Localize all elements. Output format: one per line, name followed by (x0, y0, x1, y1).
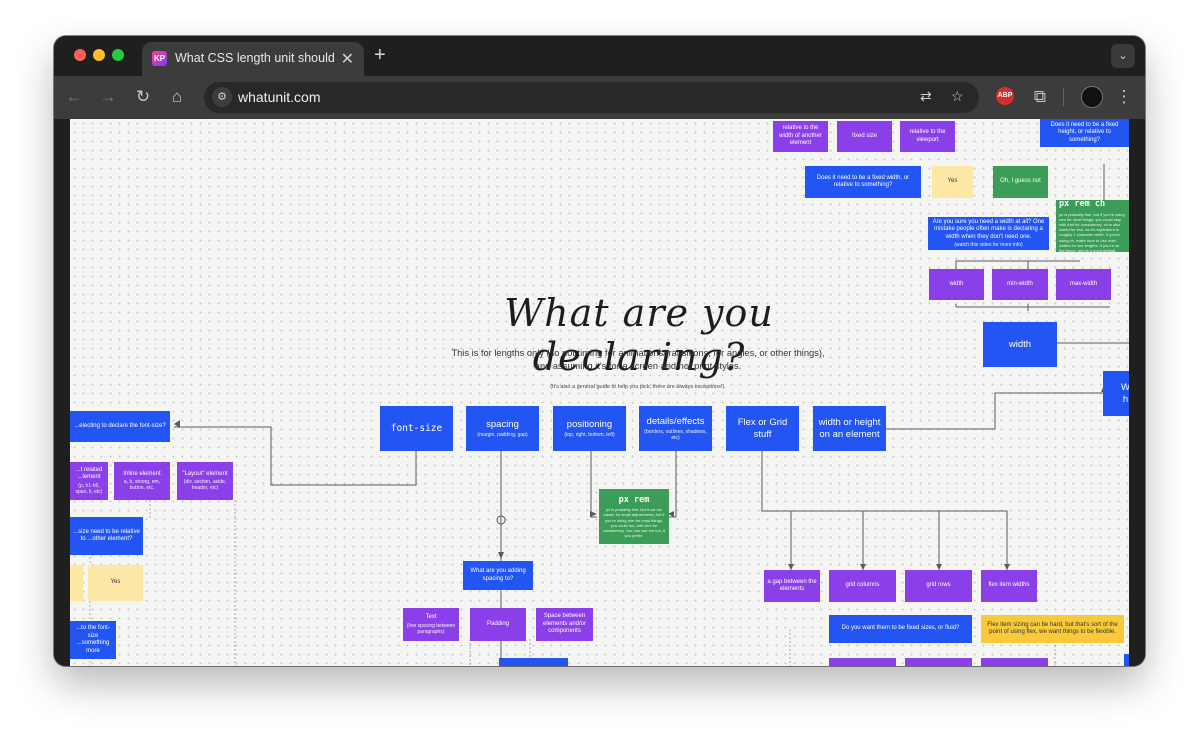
profile-avatar[interactable] (1081, 86, 1103, 108)
category-font-size[interactable]: font-size (380, 406, 453, 451)
width-option-node[interactable]: width (929, 269, 984, 300)
right-edge-node[interactable]: W h (1103, 371, 1129, 416)
site-settings-icon[interactable]: ⚙ (212, 87, 232, 107)
spacing-label: spacing (486, 418, 519, 430)
right-edge-bottom-node[interactable] (1124, 654, 1129, 666)
layout-element-sub: (div, section, aside, header, etc) (183, 479, 227, 492)
bottom-purple-node-1[interactable] (829, 658, 896, 666)
category-flex-grid[interactable]: Flex or Grid stuff (726, 406, 799, 451)
inline-element-label: Inline element (123, 470, 161, 477)
browser-window: KP What CSS length unit should ✕ + ⌄ ← →… (54, 36, 1145, 666)
px-rem-ch-title: px rem ch (1059, 200, 1106, 209)
browser-menu-icon[interactable]: ⋮ (1115, 87, 1133, 106)
px-rem-ch-node[interactable]: px rem ch px is probably fine, but if yo… (1056, 200, 1129, 252)
address-bar[interactable]: ⚙ whatunit.com ⇄ ☆ (204, 82, 979, 113)
translate-icon[interactable]: ⇄ (920, 88, 932, 104)
positioning-sub: (top, right, bottom, left) (564, 431, 615, 438)
grid-columns-node[interactable]: grid columns (829, 570, 896, 602)
yes-node-left[interactable]: Yes (88, 565, 143, 601)
relative-to-element-node[interactable]: relative to the width of another element (773, 121, 828, 152)
spacing-sub: (margin, padding, gap) (477, 431, 528, 438)
text-spacing-label: Text (425, 614, 437, 620)
toolbar: ← → ↻ ⌂ ⚙ whatunit.com ⇄ ☆ (54, 76, 1145, 119)
text-related-node[interactable]: ...t related ...lement (p, h1-h6, span, … (70, 462, 108, 500)
tab-strip: KP What CSS length unit should ✕ + ⌄ (54, 36, 1145, 76)
fixed-height-question[interactable]: Does it need to be a fixed height, or re… (1040, 119, 1129, 147)
tab-title: What CSS length unit should (175, 51, 335, 65)
close-window-button[interactable] (74, 49, 86, 61)
page-disclaimer: (It's also a general guide to help you p… (550, 384, 726, 390)
close-tab-icon[interactable]: ✕ (340, 51, 354, 68)
reload-icon[interactable]: ↻ (135, 87, 151, 106)
bottom-purple-node-3[interactable] (981, 658, 1048, 666)
fixed-or-fluid-question[interactable]: Do you want them to be fixed sizes, or f… (829, 615, 972, 643)
guess-not-node[interactable]: Oh, I guess not (993, 166, 1048, 198)
width-node[interactable]: width (983, 322, 1057, 367)
home-icon[interactable]: ⌂ (171, 87, 183, 106)
min-width-option-node[interactable]: min-width (992, 269, 1048, 300)
need-width-question[interactable]: Are you sure you need a width at all? On… (928, 217, 1049, 250)
bottom-purple-node-2[interactable] (905, 658, 972, 666)
need-width-text: Are you sure you need a width at all? On… (932, 218, 1045, 240)
category-positioning[interactable]: positioning (top, right, bottom, left) (553, 406, 626, 451)
details-sub: (borders, outlines, shadows, etc) (644, 428, 707, 441)
zoom-window-button[interactable] (112, 49, 124, 61)
text-related-sub: (p, h1-h6, span, li, etc) (75, 482, 103, 495)
page-left-edge (54, 119, 70, 666)
gap-node[interactable]: a gap between the elements (764, 570, 820, 602)
forward-arrow-icon[interactable]: → (99, 87, 117, 106)
intro-line-2: and assuming it's for a screen and not p… (534, 360, 742, 371)
px-rem-ch-body: px is probably fine, but if you're using… (1059, 211, 1125, 252)
spacing-next-node[interactable] (499, 658, 568, 666)
page-right-edge (1129, 119, 1145, 666)
bookmark-star-icon[interactable]: ☆ (951, 88, 964, 104)
inline-element-sub: a, b, strong, em, button, etc. (123, 479, 161, 492)
inline-element-node[interactable]: Inline element a, b, strong, em, button,… (114, 462, 170, 500)
category-width-height[interactable]: width or height on an element (813, 406, 886, 451)
intro-line-1: This is for lengths only (so not timing … (451, 348, 825, 358)
layout-element-label: "Layout" element (182, 470, 228, 477)
px-rem-body: px is probably fine, but it can be easie… (602, 507, 666, 539)
text-spacing-node[interactable]: Text (line spacing between paragraphs) (403, 608, 459, 641)
positioning-label: positioning (566, 418, 613, 430)
need-width-video-link[interactable]: (watch this video for more info) (954, 242, 1023, 249)
flex-sizing-note[interactable]: Flex item sizing can be hard, but that's… (981, 615, 1124, 643)
space-between-node[interactable]: Space between elements and/or components (536, 608, 593, 641)
fixed-size-node[interactable]: fixed size (837, 121, 892, 152)
back-arrow-icon[interactable]: ← (65, 87, 83, 106)
text-related-label: ...t related ...lement (75, 466, 103, 481)
category-details-effects[interactable]: details/effects (borders, outlines, shad… (639, 406, 712, 451)
adblock-extension-icon[interactable]: ABP (996, 87, 1014, 105)
active-tab[interactable]: KP What CSS length unit should ✕ (142, 42, 364, 76)
spacing-question[interactable]: What are you adding spacing to? (463, 561, 533, 590)
favicon-icon: KP (152, 51, 167, 66)
fixed-width-question[interactable]: Does it need to be a fixed width, or rel… (805, 166, 921, 198)
page-title: What are you declaring? (504, 291, 774, 379)
category-spacing[interactable]: spacing (margin, padding, gap) (466, 406, 539, 451)
flowchart-canvas[interactable]: relative to the width of another element… (70, 119, 1129, 666)
yes-node-top[interactable]: Yes (932, 166, 973, 198)
font-size-question[interactable]: ...electing to declare the font-size? (70, 411, 170, 442)
toolbar-divider (1063, 88, 1064, 106)
flex-item-widths-node[interactable]: flex item widths (981, 570, 1037, 602)
grid-rows-node[interactable]: grid rows (905, 570, 972, 602)
minimize-window-button[interactable] (93, 49, 105, 61)
left-edge-yellow-node[interactable] (70, 565, 83, 601)
url-text[interactable]: whatunit.com (238, 89, 321, 105)
padding-node[interactable]: Padding (470, 608, 526, 641)
px-rem-node[interactable]: px rem px is probably fine, but it can b… (599, 489, 669, 544)
layout-element-node[interactable]: "Layout" element (div, section, aside, h… (177, 462, 233, 500)
extensions-puzzle-icon[interactable]: ⧉ (1033, 87, 1047, 106)
tab-search-icon[interactable]: ⌄ (1111, 44, 1135, 68)
px-rem-title: px rem (618, 494, 650, 505)
text-spacing-sub: (line spacing between paragraphs) (406, 622, 456, 635)
relative-to-viewport-node[interactable]: relative to the viewport (900, 121, 955, 152)
page-intro: This is for lengths only (so not timing … (430, 347, 846, 372)
new-tab-icon[interactable]: + (374, 44, 386, 66)
max-width-option-node[interactable]: max-width (1056, 269, 1111, 300)
details-label: details/effects (646, 415, 705, 427)
size-relative-question[interactable]: ...size need to be relative to ...other … (70, 517, 143, 555)
font-relative-node[interactable]: ...to the font-size ...something more (70, 621, 116, 659)
